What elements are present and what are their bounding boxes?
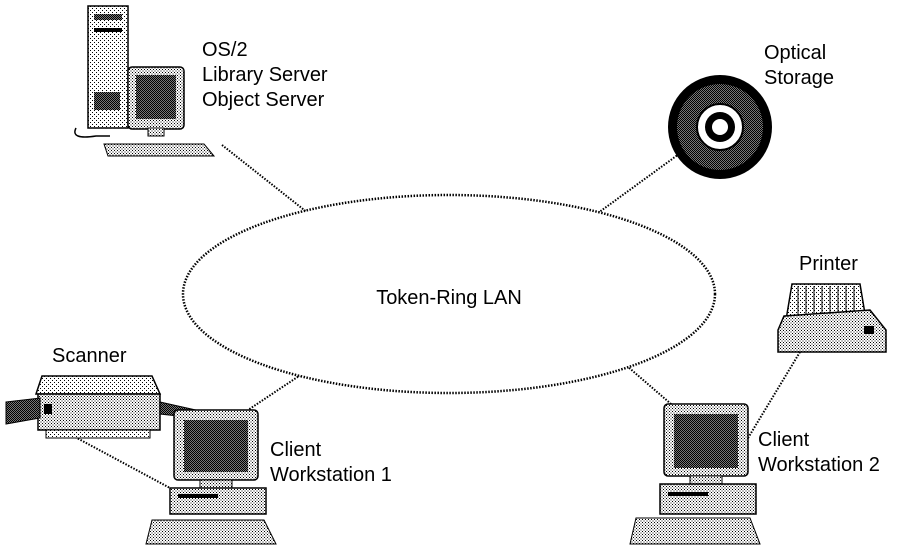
svg-text:Workstation 2: Workstation 2 <box>758 454 880 476</box>
server-link <box>221 144 309 214</box>
svg-text:OS/2: OS/2 <box>202 39 248 61</box>
svg-text:Client: Client <box>270 439 322 461</box>
scanner-label: Scanner <box>52 345 127 367</box>
lan-label: Token-Ring LAN <box>376 287 522 309</box>
svg-text:Library Server: Library Server <box>202 64 328 86</box>
scanner-icon: Scanner <box>5 345 197 439</box>
client2-label: Client Workstation 2 <box>758 429 880 476</box>
svg-text:Object Server: Object Server <box>202 89 325 111</box>
client1-label: Client Workstation 1 <box>270 439 392 486</box>
client2-computer-icon <box>629 403 761 545</box>
svg-text:Client: Client <box>758 429 810 451</box>
printer-label: Printer <box>799 253 858 275</box>
svg-text:Storage: Storage <box>764 67 834 89</box>
server-label: OS/2 Library Server Object Server <box>202 39 328 111</box>
printer-icon: Printer <box>777 253 887 353</box>
printer-client2-link <box>747 351 801 439</box>
token-ring-lan <box>181 193 717 395</box>
svg-text:Workstation 1: Workstation 1 <box>270 464 392 486</box>
client1-computer-icon <box>145 409 277 545</box>
client1-link <box>247 369 309 411</box>
connection-lines <box>61 144 801 489</box>
client2-link <box>619 359 679 411</box>
server-icon <box>74 5 216 157</box>
scanner-client1-link <box>61 429 171 489</box>
optical-disc-icon <box>668 75 772 179</box>
optical-link <box>597 145 691 214</box>
svg-text:Optical: Optical <box>764 42 826 64</box>
optical-label: Optical Storage <box>764 42 834 89</box>
